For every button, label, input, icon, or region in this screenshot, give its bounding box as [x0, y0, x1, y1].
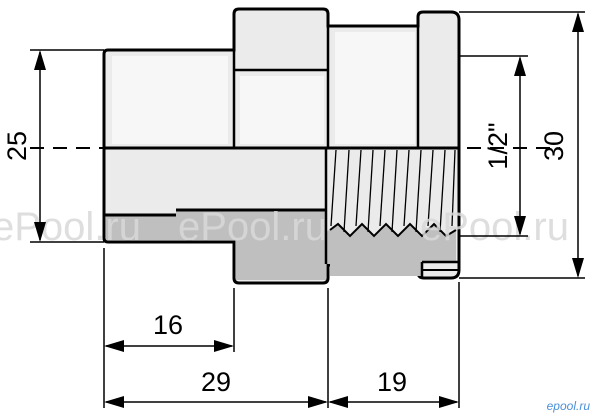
- dim-19-label: 19: [377, 367, 407, 397]
- dim-16: [104, 340, 234, 352]
- extension-lines: [103, 248, 460, 408]
- body-highlight-mid: [240, 76, 324, 144]
- watermark-text-2: ePool.ru: [178, 205, 327, 249]
- dim-25-label: 25: [2, 131, 32, 161]
- body-highlight-left: [112, 56, 228, 144]
- dim-thread-label: 1/2": [483, 122, 513, 169]
- body-highlight-right: [335, 32, 415, 144]
- dim-19: [328, 396, 459, 408]
- dim-29: [104, 396, 328, 408]
- watermark-text-3: ePool.ru: [420, 205, 569, 249]
- dim-16-label: 16: [153, 310, 183, 340]
- thread-hatching: [330, 149, 456, 233]
- dim-30: [459, 11, 585, 279]
- dim-29-label: 29: [201, 367, 231, 397]
- corner-brand: epool.ru: [547, 399, 591, 413]
- dim-25: [30, 49, 104, 243]
- dim-30-label: 30: [539, 131, 569, 161]
- section-wall: [106, 210, 456, 280]
- fitting-body: [102, 7, 461, 150]
- fitting-section: [102, 146, 461, 285]
- dim-thread: [459, 55, 528, 237]
